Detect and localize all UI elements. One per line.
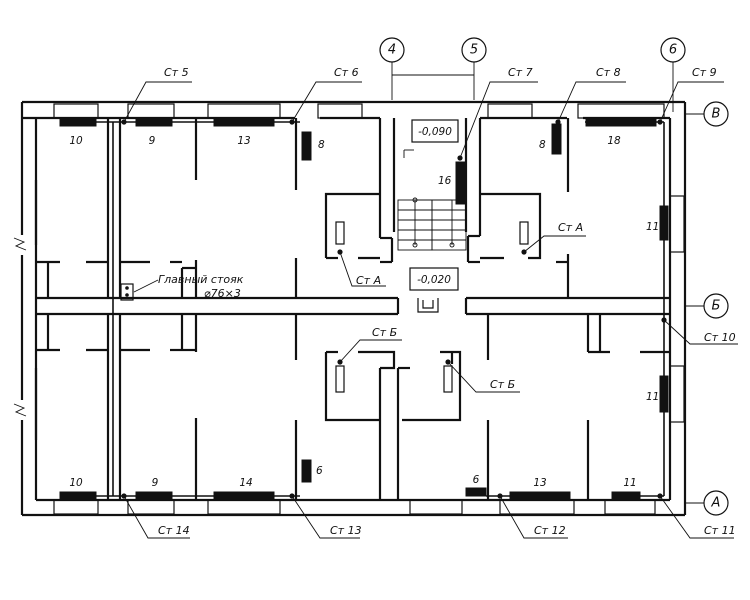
axis-markers: 4 5 6 В Б А — [379, 37, 729, 516]
radiator-label: 10 — [69, 135, 83, 147]
riser-label-stb-right: Ст Б — [490, 378, 515, 391]
riser-label-st14: Ст 14 — [158, 524, 190, 537]
radiator — [135, 117, 173, 127]
main-riser-label: Главный стояк — [158, 273, 244, 286]
riser-label-sta-left: Ст А — [356, 274, 381, 287]
svg-text:5: 5 — [470, 43, 478, 58]
radiators-right: 11 11 — [646, 205, 669, 413]
svg-text:6: 6 — [669, 43, 677, 58]
riser-label-stb-left: Ст Б — [372, 326, 397, 339]
radiator — [59, 491, 97, 501]
radiator — [509, 491, 571, 501]
riser-labels: Ст 5 Ст 6 Ст 7 Ст 8 Ст 9 Ст А Ст А Ст Б … — [158, 66, 736, 537]
riser-leaders — [123, 81, 738, 539]
svg-text:Б: Б — [712, 299, 721, 314]
axis-marker-6: 6 — [660, 37, 686, 112]
interior-walls-top — [34, 118, 570, 298]
riser-label-st12: Ст 12 — [534, 524, 566, 537]
radiator-label: 16 — [438, 175, 452, 187]
radiator-label: 8 — [539, 139, 546, 151]
main-riser-size: ⌀76×3 — [204, 287, 241, 300]
radiator-label: 9 — [149, 135, 156, 147]
axis-marker-4: 4 — [379, 37, 405, 100]
riser-label-st11: Ст 11 — [704, 524, 736, 537]
outer-walls — [13, 100, 687, 517]
radiator-label: 13 — [237, 135, 250, 147]
radiator-label: 11 — [623, 477, 636, 489]
radiator-label: 13 — [533, 477, 546, 489]
radiator — [59, 117, 97, 127]
svg-text:В: В — [712, 107, 721, 122]
stairwell — [392, 118, 468, 251]
axis-marker-v: В — [685, 101, 729, 127]
radiator — [551, 123, 562, 155]
radiator-label: 11 — [646, 391, 659, 403]
riser-label-sta-right: Ст А — [558, 221, 583, 234]
radiator — [135, 491, 173, 501]
radiator — [659, 205, 669, 241]
level-lower-text: -0,020 — [417, 274, 451, 286]
radiator — [585, 117, 657, 127]
small-radiators — [335, 221, 529, 393]
riser-label-st7: Ст 7 — [508, 66, 533, 79]
svg-text:4: 4 — [388, 43, 396, 58]
radiator — [465, 487, 487, 497]
riser-label-st8: Ст 8 — [596, 66, 621, 79]
radiator — [659, 375, 669, 413]
riser-label-st13: Ст 13 — [330, 524, 362, 537]
main-riser: Главный стояк ⌀76×3 — [120, 273, 244, 301]
radiator-label: 18 — [607, 135, 621, 147]
bottom-windows — [53, 499, 656, 515]
radiator-label: 8 — [318, 139, 325, 151]
radiator — [213, 117, 275, 127]
svg-text:А: А — [711, 496, 721, 511]
right-windows — [669, 195, 685, 423]
radiator-label: 9 — [152, 477, 159, 489]
top-windows — [53, 103, 665, 119]
axis-marker-b: Б — [685, 293, 729, 319]
radiator-label: 14 — [239, 477, 252, 489]
riser-label-st6: Ст 6 — [334, 66, 359, 79]
radiator — [301, 459, 312, 483]
axis-marker-a: А — [685, 490, 729, 516]
main-riser-box — [120, 283, 134, 301]
radiator-label: 6 — [473, 474, 480, 486]
radiator-label: 6 — [316, 465, 323, 477]
axis-marker-5: 5 — [461, 37, 487, 100]
radiator — [301, 131, 312, 161]
radiator-label: 10 — [69, 477, 83, 489]
level-mark-upper: -0,090 — [411, 119, 459, 143]
riser-label-st9: Ст 9 — [692, 66, 717, 79]
radiator — [455, 161, 467, 205]
interior-walls-bottom — [34, 314, 670, 500]
radiator-label: 11 — [646, 221, 659, 233]
radiators-top: 10 9 13 8 16 8 18 — [59, 117, 657, 205]
level-mark-lower: -0,020 — [409, 267, 459, 291]
radiator — [213, 491, 275, 501]
radiators-bottom: 6 10 9 14 6 13 11 — [59, 459, 641, 501]
riser-label-st5: Ст 5 — [164, 66, 189, 79]
riser-label-st10: Ст 10 — [704, 331, 736, 344]
radiator — [611, 491, 641, 501]
level-upper-text: -0,090 — [418, 126, 452, 138]
